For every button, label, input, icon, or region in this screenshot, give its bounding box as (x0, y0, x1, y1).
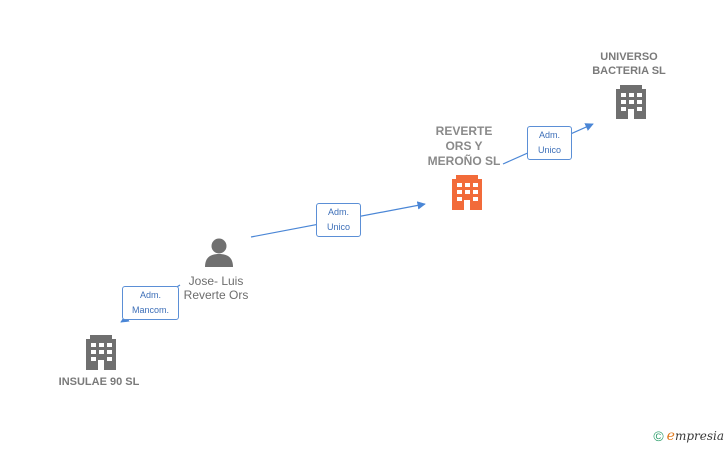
edge-label-line: Adm. (327, 207, 349, 217)
edge-label-line: Unico (537, 145, 561, 155)
node-label-line: UNIVERSO (600, 51, 658, 63)
building-icon (86, 335, 116, 370)
node-label-line: REVERTE (435, 124, 493, 138)
node-label-line: MEROÑO SL (427, 154, 501, 168)
edge-label-line: Mancom. (131, 305, 169, 315)
node-label-line: ORS Y (445, 139, 483, 153)
edge-label-jose-insulae[interactable]: Adm. Mancom. (122, 286, 179, 320)
node-label-jose[interactable]: Jose- Luis Reverte Ors (166, 274, 266, 302)
edge-label-line: Unico (326, 222, 350, 232)
footer-brand: © empresia (653, 428, 724, 444)
copyright-symbol: © (653, 428, 664, 444)
node-label-line: Jose- Luis (188, 274, 244, 288)
node-label-line: BACTERIA SL (592, 65, 666, 77)
building-icon-focus (452, 175, 482, 210)
person-icon (205, 238, 233, 267)
node-label-line: INSULAE 90 SL (58, 376, 140, 388)
edge-label-jose-reverte[interactable]: Adm. Unico (316, 203, 361, 237)
building-icon (616, 85, 646, 119)
brand-logo: empresia (667, 428, 724, 444)
edge-label-line: Adm. (139, 290, 161, 300)
node-label-insulae[interactable]: INSULAE 90 SL (44, 375, 154, 389)
node-label-line: Reverte Ors (183, 288, 249, 302)
brand-initial: e (666, 428, 675, 444)
edge-label-line: Adm. (538, 130, 560, 140)
brand-rest: mpresia (674, 429, 724, 443)
node-label-reverte[interactable]: REVERTE ORS Y MEROÑO SL (414, 124, 514, 169)
node-label-universo[interactable]: UNIVERSO BACTERIA SL (579, 50, 679, 78)
edge-label-reverte-universo[interactable]: Adm. Unico (527, 126, 572, 160)
